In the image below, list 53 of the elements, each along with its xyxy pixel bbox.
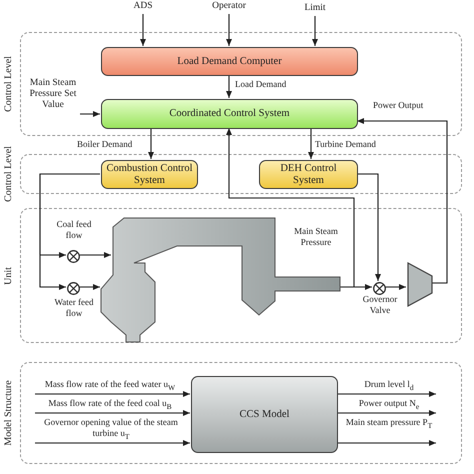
edge-label: Mass flow rate of the feed water u$_{W}$ [44,379,176,390]
process-box: Combustion Control System [101,160,198,189]
arrow [308,128,314,159]
edge-label: Governor opening value of the steam turbine u$_{T}$ [43,417,179,438]
edge-label: Power output N$_{e}$ [358,398,420,408]
edge-label: Mass flow rate of the feed coal u$_{B}$ [47,398,173,408]
process-box: Load Demand Computer [101,47,358,76]
edge-label: Main steam pressure P$_{T}$ [344,417,434,428]
arrow [337,391,436,397]
model-box: CCS Model [191,376,338,453]
arrow [226,75,232,98]
process-box: DEH Control System [259,160,358,189]
text-label: Operator [204,1,254,14]
symbol-caption: Water feed flow [54,297,94,318]
boiler-drawing [100,216,341,343]
text-label: Main Steam Pressure Set Value [25,78,81,118]
group-label: Model Structure [3,380,15,446]
symbol-caption: Coal feed flow [56,219,92,240]
arrow [80,111,100,117]
arrow [35,391,190,397]
text-label: ADS [126,1,160,14]
arrow [337,440,436,446]
arrow [35,440,190,446]
turbine-symbol [407,262,433,307]
arrow [39,173,100,290]
edge-label: Drum level l$_{d}$ [363,379,415,390]
multiplier-symbol [373,282,386,295]
edge-label: Power Output [372,100,424,110]
group-label: Unit [3,266,15,284]
multiplier-symbol [67,282,80,295]
arrow [226,14,232,46]
group-label: Control Level [3,146,15,202]
symbol-caption: Governor Valve [362,294,398,315]
arrow [357,173,381,281]
arrow [385,284,406,290]
text-label: Limit [300,3,330,16]
arrow [35,410,190,416]
edge-label: Boiler Demand [76,139,134,150]
process-box: Coordinated Control System [101,99,358,129]
multiplier-symbol [67,250,80,263]
arrow [79,284,100,290]
edge-label: Main Steam Pressure [293,226,339,247]
arrow [312,16,318,46]
arrow [226,128,355,287]
arrow [79,252,111,258]
arrow [337,410,436,416]
group-label: Control Level [3,56,15,112]
edge-label: Turbine Demand [314,139,377,150]
edge-label: Load Demand [234,79,288,90]
arrow [338,284,372,290]
arrow [140,14,146,46]
arrow [357,118,448,284]
arrow [148,128,154,159]
